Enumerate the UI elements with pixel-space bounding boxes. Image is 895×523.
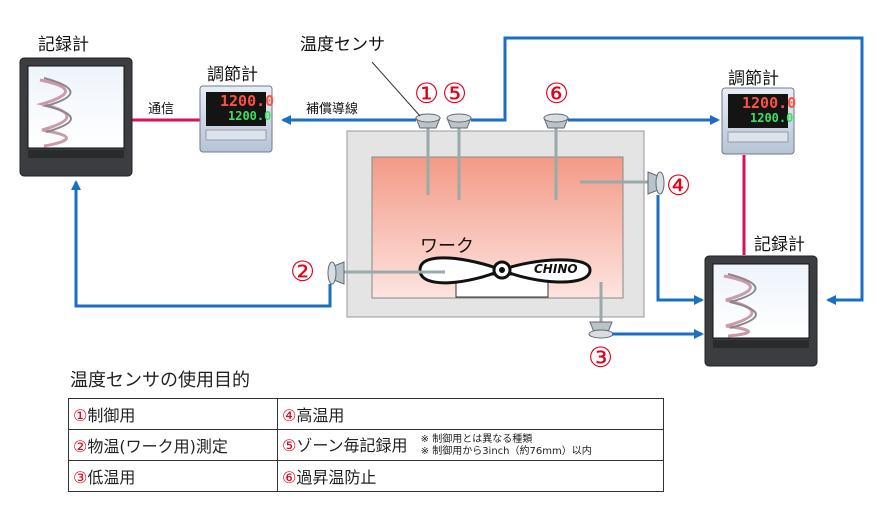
wire-sensor2-to-recorder [71, 180, 332, 308]
sensor-1-probe [415, 113, 441, 195]
controller-left-sv: 1200.0 [228, 109, 272, 123]
sensor-4-probe [580, 171, 665, 195]
table-cell: ④高温用 [277, 398, 664, 430]
recorder-left-device [19, 57, 133, 177]
marker-4: ④ [666, 169, 692, 202]
table-cell: ①制御用 [68, 398, 278, 430]
controller-left-label: 調節計 [207, 65, 258, 85]
table-cell: ③低温用 [68, 460, 278, 492]
work-piece [418, 256, 592, 285]
sensor-label: 温度センサ [300, 35, 385, 55]
controller-left-pv: 1200.0 [220, 92, 275, 110]
brand-label: CHINO [534, 262, 578, 276]
sensor-5-probe [446, 113, 472, 200]
purpose-table: ①制御用 ④高温用 ②物温(ワーク用)測定 ⑤ゾーン毎記録用 ※ 制御用とは異な… [68, 398, 664, 492]
marker-6: ⑥ [544, 77, 570, 110]
wire-sensor4-to-recorder [656, 195, 704, 305]
sensor-6-probe [543, 113, 569, 200]
controller-right-label: 調節計 [728, 69, 779, 89]
note-2: ※ 制御用から3inch（約76mm）以内 [420, 446, 592, 458]
recorder-right-label: 記録計 [754, 235, 805, 255]
purpose-title: 温度センサの使用目的 [70, 370, 250, 391]
comm-label: 通信 [148, 102, 175, 117]
table-row: ③低温用 ⑥過昇温防止 [68, 460, 664, 492]
sensor-2-probe [327, 261, 445, 285]
table-row: ②物温(ワーク用)測定 ⑤ゾーン毎記録用 ※ 制御用とは異なる種類※ 制御用から… [68, 429, 664, 461]
recorder-left-label: 記録計 [38, 35, 89, 55]
table-row: ①制御用 ④高温用 [68, 398, 664, 430]
controller-right-sv: 1200.0 [750, 111, 794, 125]
compensating-wire-label: 補償導線 [306, 102, 359, 117]
marker-3: ③ [588, 341, 614, 374]
table-cell: ⑤ゾーン毎記録用 ※ 制御用とは異なる種類※ 制御用から3inch（約76mm）… [277, 429, 664, 461]
wire-sensor5-to-recorder [471, 36, 864, 305]
controller-right-device [721, 87, 795, 155]
table-cell: ②物温(ワーク用)測定 [68, 429, 278, 461]
recorder-right-device [704, 255, 818, 367]
marker-2: ② [290, 255, 316, 288]
note-1: ※ 制御用とは異なる種類 [420, 434, 533, 446]
sensor-pointer [371, 61, 421, 117]
table-cell: ⑥過昇温防止 [277, 460, 664, 492]
sensor-3-probe [588, 282, 614, 339]
marker-5: ⑤ [442, 77, 468, 110]
controller-right-pv: 1200.0 [742, 94, 797, 112]
work-label: ワーク [420, 236, 474, 257]
marker-1: ① [414, 77, 440, 110]
controller-left-device [199, 85, 273, 153]
